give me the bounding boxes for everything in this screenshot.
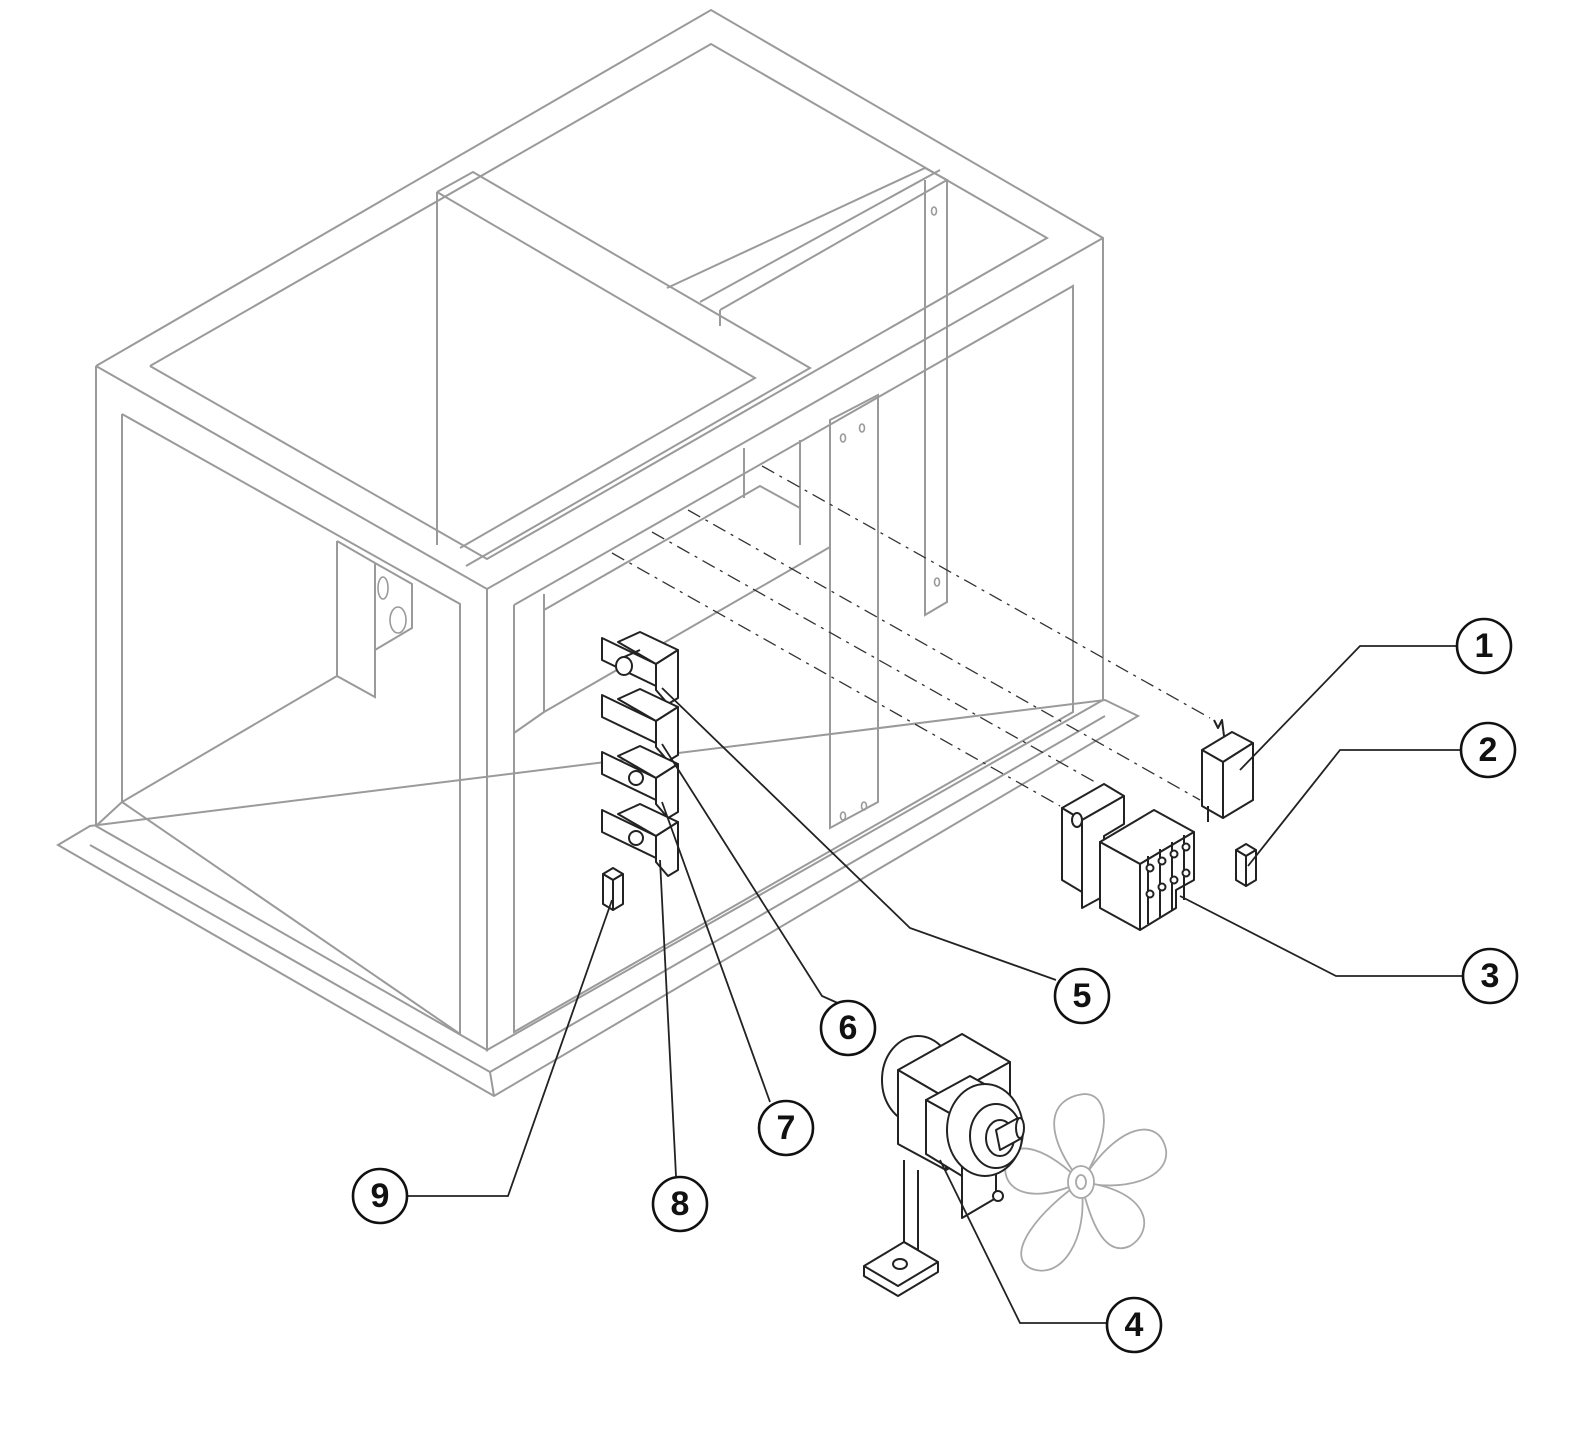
part-relay — [1201, 719, 1254, 822]
rear-upright — [924, 180, 948, 617]
callout-label: 1 — [1475, 627, 1494, 665]
base-plinth-edge — [489, 1071, 495, 1097]
strap-hole-1 — [839, 433, 847, 443]
callout-circle — [1053, 967, 1111, 1025]
callout-6: 6 — [819, 999, 877, 1057]
top-frame-inner — [149, 42, 1050, 561]
base-plinth-inner — [89, 715, 1106, 1074]
front-frame-inner — [513, 284, 1074, 1034]
inner-floor-left — [121, 675, 338, 803]
leader-7 — [661, 801, 771, 1103]
assembly-line-2 — [687, 509, 1201, 801]
callout-label: 3 — [1481, 957, 1500, 995]
front-inner-rail — [543, 546, 831, 714]
callout-label: 7 — [777, 1109, 796, 1147]
left-side-frame-outer — [95, 366, 488, 1052]
rear-upright-hole-1 — [930, 206, 938, 216]
left-bracket-hole-1 — [377, 576, 389, 600]
callout-circle — [351, 1167, 409, 1225]
callout-label: 5 — [1073, 977, 1092, 1015]
callout-4: 4 — [1105, 1296, 1163, 1354]
part-fuse-right — [1235, 843, 1257, 887]
front-frame-outer — [486, 589, 1104, 1052]
left-bracket — [336, 540, 413, 699]
callout-label: 9 — [371, 1177, 390, 1215]
cabinet-frame — [56, 8, 1141, 1098]
callout-label: 2 — [1479, 731, 1498, 769]
base-plinth — [56, 698, 1141, 1098]
top-frame-outer-2 — [95, 237, 1104, 591]
part-fan-motor — [863, 1033, 1025, 1297]
callout-circle — [1461, 947, 1519, 1005]
strap-hole-4 — [860, 801, 868, 811]
callout-2: 2 — [1459, 721, 1517, 779]
rear-rail — [666, 166, 950, 311]
callout-label: 4 — [1125, 1306, 1144, 1344]
leader-2 — [1247, 749, 1460, 867]
left-side-frame-inner — [121, 413, 461, 1036]
part-switch-8 — [601, 803, 679, 877]
leader-8 — [659, 859, 677, 1177]
contactor-block-front — [1139, 831, 1195, 931]
part-switch-6 — [601, 688, 679, 762]
assembly-line-3 — [651, 531, 1096, 783]
callout-circle — [757, 1099, 815, 1157]
top-cross-member-2 — [436, 191, 757, 549]
assembly-line-4 — [611, 552, 1061, 807]
callout-5: 5 — [1053, 967, 1111, 1025]
leader-lines — [406, 645, 1462, 1324]
callout-3: 3 — [1461, 947, 1519, 1005]
part-switch-7 — [601, 745, 679, 819]
center-vertical-strap — [829, 393, 879, 830]
assembly-lines — [611, 465, 1211, 807]
relay-left — [1201, 749, 1224, 819]
callout-circle — [651, 1175, 709, 1233]
leader-4 — [939, 1159, 1106, 1324]
left-bracket-hole-2 — [389, 606, 407, 634]
callout-7: 7 — [757, 1099, 815, 1157]
contactor-hole — [1071, 812, 1083, 828]
leader-5 — [661, 687, 1057, 981]
part-fuse-left — [602, 867, 624, 911]
callout-circle — [1459, 721, 1517, 779]
callout-label: 6 — [839, 1009, 858, 1047]
callout-8: 8 — [651, 1175, 709, 1233]
top-frame-outer — [95, 8, 1104, 700]
front-inner-rail-joint — [513, 711, 545, 734]
callout-circle — [819, 999, 877, 1057]
leader-6 — [661, 743, 841, 1005]
callout-label: 8 — [671, 1185, 690, 1223]
callout-1: 1 — [1455, 617, 1513, 675]
leader-1 — [1239, 645, 1456, 771]
leader-3 — [1179, 895, 1462, 977]
fan-blade — [1004, 1093, 1167, 1272]
top-cross-member — [436, 170, 812, 567]
callout-9: 9 — [351, 1167, 409, 1225]
relay-front — [1222, 742, 1254, 819]
rear-rail-2 — [699, 169, 941, 303]
front-inner-rail-2 — [543, 484, 801, 611]
part-contactor — [1061, 783, 1195, 931]
part-switch-5 — [601, 631, 679, 705]
relay-tab — [1213, 719, 1225, 737]
rear-upright-hole-2 — [933, 577, 941, 587]
assembly-line-1 — [761, 465, 1211, 719]
strap-hole-2 — [858, 423, 866, 433]
strap-hole-3 — [839, 811, 847, 821]
callout-circle — [1105, 1296, 1163, 1354]
callout-circle — [1455, 617, 1513, 675]
leader-9 — [406, 899, 613, 1197]
left-side-corner — [95, 801, 123, 827]
